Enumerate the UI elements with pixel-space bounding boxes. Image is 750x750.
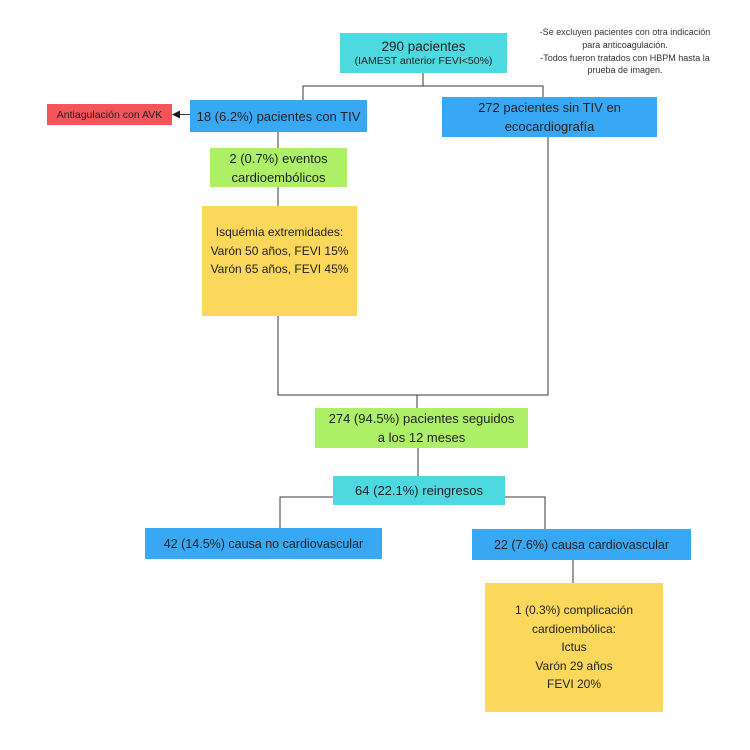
node-cardioembolic-complication-detail: 1 (0.3%) complicación cardioembólica: Ic… bbox=[485, 583, 663, 712]
no-tiv-line1: 272 pacientes sin TIV en bbox=[478, 100, 621, 115]
node-limb-ischemia-detail: Isquémia extremidades: Varón 50 años, FE… bbox=[202, 206, 357, 316]
exclusion-note-line: -Se excluyen pacientes con otra indicaci… bbox=[539, 27, 711, 37]
events-line2: cardioembólicos bbox=[231, 169, 326, 185]
connector-readmissions-left bbox=[279, 496, 333, 528]
exclusion-note-line: -Todos fueron tratados con HBPM hasta la bbox=[540, 52, 710, 63]
complication-line: Varón 29 años bbox=[535, 658, 613, 673]
connector-merge bbox=[277, 137, 549, 396]
connector-readmissions-right bbox=[505, 496, 546, 529]
node-followed-patients: 274 (94.5%) pacientes seguidos a los 12 … bbox=[315, 408, 528, 448]
events-line1: 2 (0.7%) eventos bbox=[229, 150, 328, 166]
total-patients-count: 290 pacientes bbox=[381, 39, 466, 54]
complication-line: FEVI 20% bbox=[546, 677, 602, 692]
node-patients-with-tiv: 18 (6.2%) pacientes con TIV bbox=[190, 100, 367, 132]
ischemia-line: Isquémia extremidades: bbox=[215, 225, 344, 239]
exclusion-note-line: prueba de imagen. bbox=[587, 65, 663, 76]
ischemia-line: Varón 50 años, FEVI 15% bbox=[210, 243, 349, 258]
cv-label: 22 (7.6%) causa cardiovascular bbox=[493, 537, 670, 552]
node-patients-without-tiv: 272 pacientes sin TIV en ecocardiografía bbox=[442, 97, 657, 137]
no-tiv-line2: ecocardiografía bbox=[504, 119, 595, 134]
ischemia-line: Varón 65 años, FEVI 45% bbox=[210, 262, 349, 276]
avk-label: Antiagulación con AVK bbox=[56, 108, 163, 121]
node-readmissions: 64 (22.1%) reingresos bbox=[333, 476, 505, 505]
exclusion-note-line: para anticoagulación. bbox=[582, 39, 668, 50]
node-avk-anticoagulation: Antiagulación con AVK bbox=[47, 104, 172, 125]
tiv-label: 18 (6.2%) pacientes con TIV bbox=[196, 108, 361, 124]
followed-line1: 274 (94.5%) pacientes seguidos bbox=[328, 411, 515, 426]
connector-top-split bbox=[302, 85, 544, 100]
complication-line: cardioembólica: bbox=[531, 621, 617, 636]
readmissions-label: 64 (22.1%) reingresos bbox=[355, 483, 483, 498]
total-patients-criteria: (IAMEST anterior FEVI<50%) bbox=[354, 55, 493, 67]
exclusion-note: -Se excluyen pacientes con otra indicaci… bbox=[505, 26, 745, 78]
complication-line: Ictus bbox=[561, 640, 587, 655]
arrowhead-avk bbox=[172, 110, 180, 119]
followed-line2: a los 12 meses bbox=[377, 430, 466, 445]
node-total-patients: 290 pacientes (IAMEST anterior FEVI<50%) bbox=[340, 33, 507, 73]
node-non-cardiovascular-cause: 42 (14.5%) causa no cardiovascular bbox=[145, 528, 382, 559]
node-cardiovascular-cause: 22 (7.6%) causa cardiovascular bbox=[472, 529, 691, 560]
non-cv-label: 42 (14.5%) causa no cardiovascular bbox=[163, 536, 364, 551]
node-cardioembolic-events: 2 (0.7%) eventos cardioembólicos bbox=[210, 148, 347, 187]
complication-line: 1 (0.3%) complicación bbox=[514, 603, 634, 618]
